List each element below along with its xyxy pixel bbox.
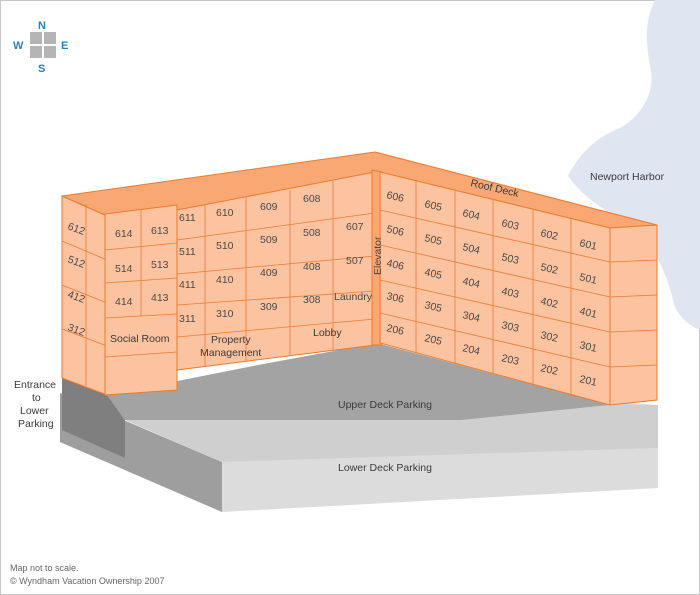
unit-label: 403 [500,285,520,301]
unit-label: 605 [423,198,443,214]
compass-south: S [38,63,45,75]
unit-label: 410 [216,274,234,286]
unit-label: 311 [179,313,196,325]
unit-label: 401 [578,305,598,321]
unit-label: 610 [216,207,234,219]
unit-label: 613 [151,225,169,237]
unit-label: 312 [66,322,87,339]
unit-label: 504 [461,241,481,257]
property-management-label: Property [211,334,251,346]
entrance-label: to [32,392,41,404]
scale-note: Map not to scale. [10,563,79,573]
unit-label: 309 [260,301,278,313]
unit-label: 606 [385,189,405,205]
unit-label: 205 [423,332,443,348]
unit-label: 503 [500,251,520,267]
unit-label: 507 [346,255,364,267]
entrance-label: Parking [18,418,54,430]
unit-label: 509 [260,234,278,246]
unit-label: 411 [179,279,196,291]
unit-label: 505 [423,232,443,248]
elevator-label: Elevator [372,236,384,275]
lower-deck-parking-label: Lower Deck Parking [338,462,432,474]
unit-label: 608 [303,193,321,205]
social-room-block [104,204,178,396]
unit-label: 408 [303,261,321,273]
east-wall [379,171,611,406]
unit-label: 412 [66,289,87,306]
compass-west: W [13,40,24,52]
unit-label: 414 [115,296,133,308]
unit-label: 308 [303,294,321,306]
property-management-label: Management [200,347,261,359]
unit-label: 508 [303,227,321,239]
unit-label: 501 [578,271,598,287]
laundry-label: Laundry [334,291,373,303]
compass-north: N [38,20,46,32]
unit-label: 604 [461,207,481,223]
unit-label: 206 [385,322,405,338]
unit-label: 306 [385,290,405,306]
unit-label: 409 [260,267,278,279]
unit-label: 602 [539,227,559,243]
unit-label: 601 [578,237,598,253]
compass-east: E [61,40,68,52]
unit-label: 513 [151,259,169,271]
unit-label: 413 [151,292,169,304]
west-wall [61,195,108,396]
unit-label: 201 [578,373,598,389]
entrance-label: Lower [20,405,49,417]
unit-label: 301 [578,339,598,355]
unit-label: 202 [539,362,559,378]
unit-label: 511 [179,246,196,258]
unit-label: 612 [66,221,87,238]
unit-label: 614 [115,228,133,240]
unit-label: 603 [500,217,520,233]
unit-label: 611 [179,212,196,224]
harbor-water [568,0,700,330]
unit-label: 406 [385,257,405,273]
unit-label: 304 [461,309,481,325]
unit-label: 203 [500,352,520,368]
lobby-label: Lobby [313,327,342,339]
unit-label: 204 [461,342,481,358]
unit-label: 512 [66,254,87,271]
upper-deck-parking [107,343,658,462]
unit-label: 402 [539,295,559,311]
unit-label: 405 [423,266,443,282]
unit-label: 502 [539,261,559,277]
unit-label: 609 [260,201,278,213]
newport-harbor-label: Newport Harbor [590,171,665,183]
unit-label: 404 [461,275,481,291]
copyright-notice: © Wyndham Vacation Ownership 2007 [10,576,164,586]
unit-label: 506 [385,223,405,239]
compass-rose-icon [30,32,56,58]
unit-label: 510 [216,240,234,252]
lower-parking-entrance [62,378,125,458]
unit-label: 302 [539,329,559,345]
unit-label: 303 [500,319,520,335]
unit-label: 305 [423,299,443,315]
unit-label: 514 [115,263,133,275]
social-room-label: Social Room [110,333,170,345]
entrance-label: Entrance [14,379,56,391]
south-wall-end [609,224,658,406]
unit-label: 607 [346,221,364,233]
unit-label: 310 [216,308,234,320]
upper-deck-parking-label: Upper Deck Parking [338,399,432,411]
